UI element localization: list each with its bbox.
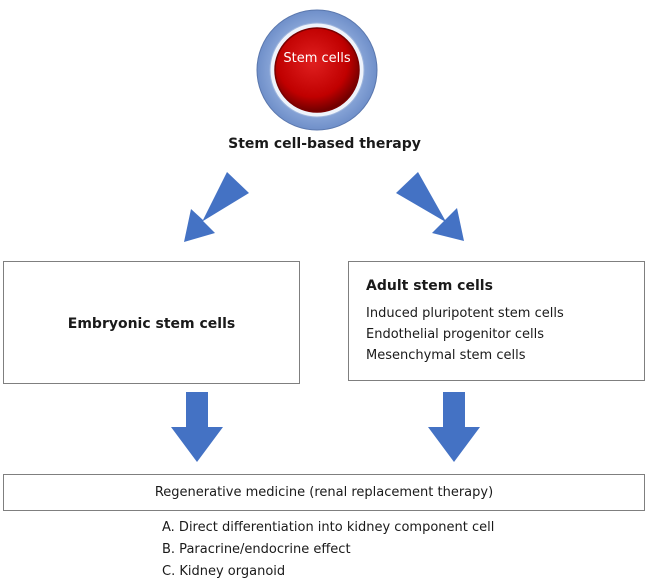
- embryonic-label: Embryonic stem cells: [67, 316, 236, 332]
- arrow-to-embryonic: [184, 172, 249, 242]
- stem-cells-label: Stem cells: [283, 51, 351, 66]
- adult-item-msc: Mesenchymal stem cells: [366, 348, 526, 363]
- arrow-embryonic-to-regen: [171, 392, 223, 462]
- regen-box: [3, 474, 645, 511]
- arrow-adult-to-regen: [428, 392, 480, 462]
- adult-box: [348, 261, 645, 381]
- effect-a: A. Direct differentiation into kidney co…: [162, 520, 495, 535]
- therapy-title: Stem cell-based therapy: [228, 136, 421, 152]
- stem-cells-core: [274, 27, 360, 113]
- effect-b: B. Paracrine/endocrine effect: [162, 542, 351, 557]
- effect-c: C. Kidney organoid: [162, 564, 286, 579]
- regen-label: Regenerative medicine (renal replacement…: [154, 485, 494, 500]
- arrow-to-adult: [396, 172, 464, 241]
- embryonic-box: [3, 261, 300, 384]
- adult-item-epc: Endothelial progenitor cells: [366, 327, 544, 342]
- adult-label: Adult stem cells: [366, 278, 493, 294]
- stem-cells-node: [256, 9, 378, 131]
- adult-item-ipsc: Induced pluripotent stem cells: [366, 306, 564, 321]
